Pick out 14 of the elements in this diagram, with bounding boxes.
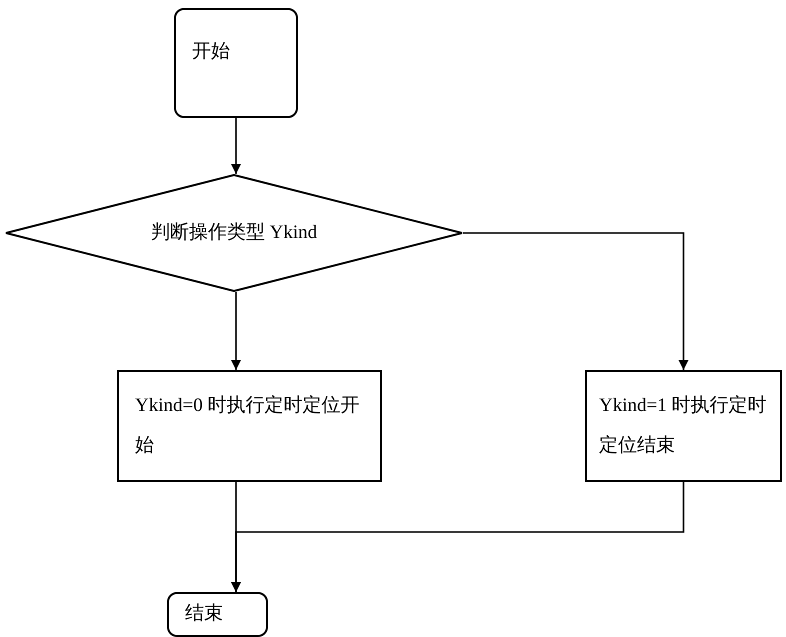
arrow bbox=[231, 482, 684, 592]
arrow bbox=[463, 232, 688, 370]
node-text: 结束 bbox=[185, 602, 224, 626]
node-text: Ykind=1 时执行定时定位结束 bbox=[599, 394, 768, 458]
process-box bbox=[585, 370, 782, 482]
node-text: 开始 bbox=[192, 40, 231, 64]
terminal-box bbox=[174, 8, 298, 118]
terminal-box bbox=[167, 592, 268, 637]
decision-diamond bbox=[5, 174, 463, 292]
arrow bbox=[231, 118, 241, 174]
node-text: 判断操作类型 Ykind bbox=[150, 221, 318, 245]
node-text: Ykind=0 时执行定时定位开始 bbox=[135, 394, 360, 458]
process-box bbox=[117, 370, 382, 482]
arrow bbox=[231, 292, 241, 370]
